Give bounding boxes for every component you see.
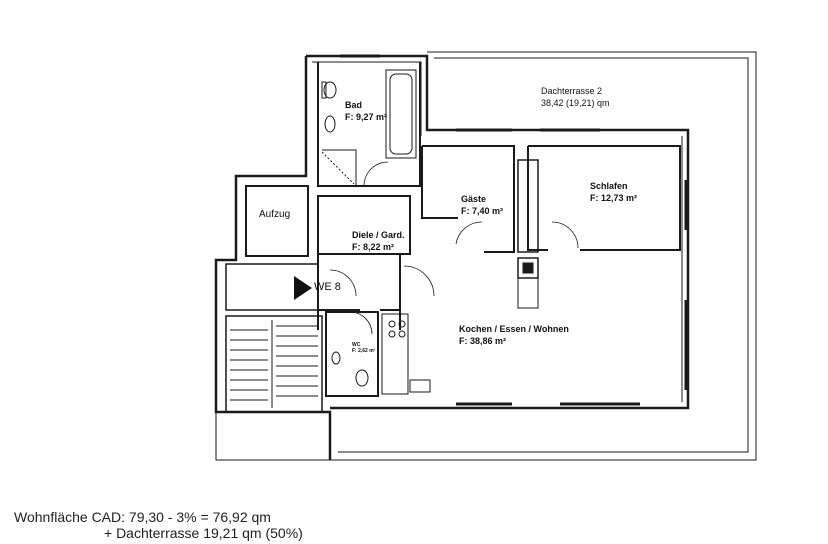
kochen-name: Kochen / Essen / Wohnen	[459, 324, 569, 334]
entry-arrow-icon	[294, 276, 312, 300]
wc-toilet	[355, 369, 369, 387]
kitchen-sink	[409, 379, 431, 393]
diele-area: F: 8,22 m²	[352, 242, 395, 252]
schlafen-name: Schlafen	[590, 181, 628, 191]
diele-walls	[317, 195, 411, 255]
aufzug-name: Aufzug	[259, 209, 291, 220]
bathtub	[385, 69, 417, 159]
stair-block	[225, 315, 323, 413]
bad-door-swing	[363, 161, 389, 187]
gaeste-door-swing	[455, 221, 483, 245]
exterior-wall	[214, 56, 332, 460]
schlafen-walls	[527, 145, 681, 251]
bad-area: F: 9,27 m²	[345, 112, 388, 122]
gaeste-name: Gäste	[461, 194, 487, 204]
kochen-area: F: 38,86 m²	[459, 336, 507, 346]
shower	[322, 149, 357, 186]
diele-door-swing	[403, 265, 435, 297]
wc-area: F: 2,62 m²	[352, 348, 376, 354]
terrace-name: Dachterrasse 2	[541, 86, 603, 96]
terrace-outline	[215, 51, 757, 461]
schlafen-area: F: 12,73 m²	[590, 193, 638, 203]
bad-sink	[324, 115, 336, 133]
chimney-stack	[517, 277, 539, 309]
windows	[340, 54, 688, 406]
gaeste-area: F: 7,40 m²	[461, 206, 504, 216]
wc-door-swing	[349, 311, 373, 335]
summary-line-2: + Dachterrasse 19,21 qm (50%)	[104, 525, 303, 541]
bad-toilet	[323, 81, 337, 99]
gaeste-walls	[421, 145, 515, 253]
entry-door-swing	[329, 269, 357, 297]
unit-label: WE 8	[314, 281, 341, 293]
wc-sink	[331, 351, 341, 365]
wc-name: WC	[352, 342, 361, 348]
terrace-inner-line	[338, 57, 749, 453]
bad-walls	[317, 62, 421, 187]
kitchen-counter	[381, 313, 409, 395]
diele-name: Diele / Gard.	[352, 230, 405, 240]
bad-name: Bad	[345, 100, 363, 110]
schlafen-door-swing	[551, 221, 579, 249]
summary-line-1: Wohnfläche CAD: 79,30 - 3% = 76,92 qm	[14, 509, 271, 525]
terrace-area: 38,42 (19,21) qm	[541, 98, 610, 108]
elevator-shaft	[245, 185, 309, 257]
